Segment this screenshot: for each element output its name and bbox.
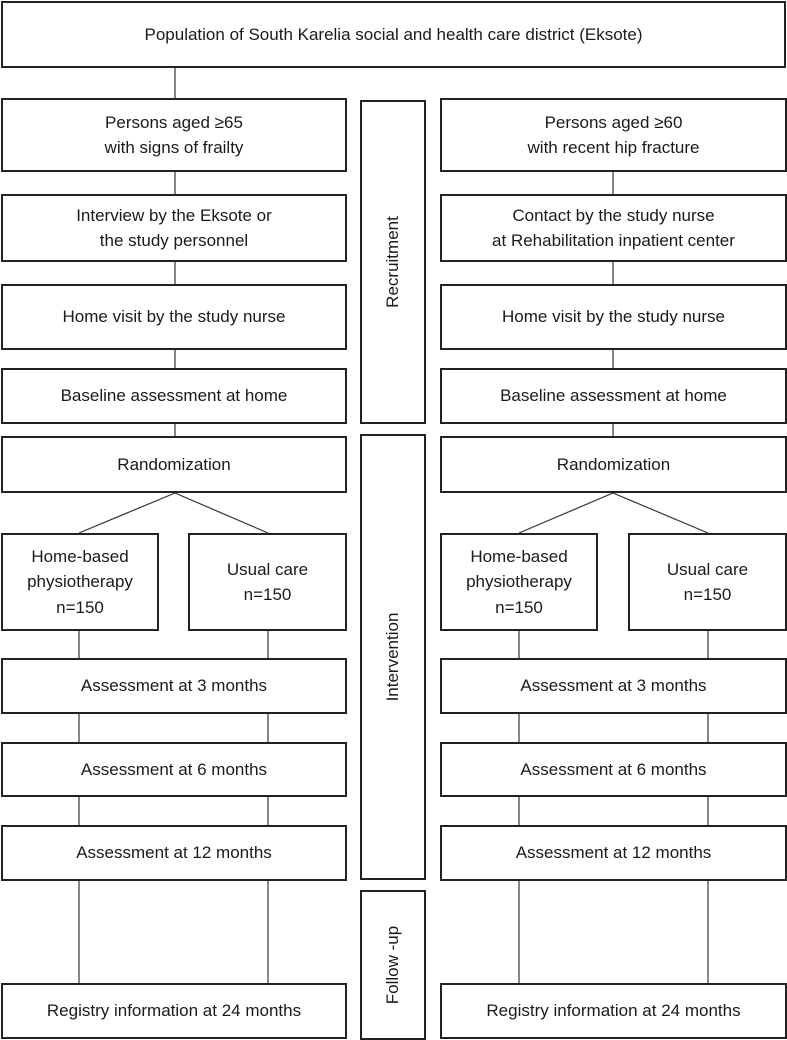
- right-contact-text: Contact by the study nurse at Rehabilita…: [492, 205, 735, 251]
- phase-followup-label: Follow -up: [383, 925, 402, 1005]
- connector-line: [518, 492, 614, 534]
- phase-recruitment-label: Recruitment: [383, 216, 402, 308]
- connector-line: [174, 492, 269, 534]
- left-home-visit-text: Home visit by the study nurse: [62, 307, 286, 327]
- right-arm-physio-text: Home-based physiotherapy n=150: [466, 546, 572, 617]
- phase-intervention-label: Intervention: [383, 612, 402, 702]
- left-home-visit-box: Home visit by the study nurse: [1, 284, 347, 350]
- left-arm-usual-text: Usual care n=150: [226, 559, 309, 605]
- population-box: Population of South Karelia social and h…: [1, 1, 786, 68]
- connector-line: [78, 492, 176, 534]
- right-randomization-box: Randomization: [440, 436, 787, 493]
- phase-recruitment: Recruitment: [360, 100, 426, 424]
- left-assess-12-text: Assessment at 12 months: [76, 843, 272, 863]
- left-arm-usual-box: Usual care n=150: [188, 533, 347, 631]
- right-randomization-text: Randomization: [556, 454, 671, 474]
- left-registry-text: Registry information at 24 months: [46, 1001, 302, 1021]
- right-assess-12-box: Assessment at 12 months: [440, 825, 787, 881]
- left-baseline-box: Baseline assessment at home: [1, 368, 347, 424]
- left-baseline-text: Baseline assessment at home: [60, 386, 288, 406]
- left-registry-box: Registry information at 24 months: [1, 983, 347, 1039]
- left-population-text: Persons aged ≥65 with signs of frailty: [104, 112, 244, 158]
- left-randomization-text: Randomization: [117, 454, 231, 474]
- right-registry-text: Registry information at 24 months: [486, 1001, 741, 1021]
- right-arm-physio-box: Home-based physiotherapy n=150: [440, 533, 598, 631]
- right-population-box: Persons aged ≥60 with recent hip fractur…: [440, 98, 787, 172]
- left-assess-12-box: Assessment at 12 months: [1, 825, 347, 881]
- right-arm-usual-box: Usual care n=150: [628, 533, 787, 631]
- phase-followup: Follow -up: [360, 890, 426, 1040]
- left-randomization-box: Randomization: [1, 436, 347, 493]
- right-baseline-text: Baseline assessment at home: [500, 386, 727, 406]
- left-assess-6-box: Assessment at 6 months: [1, 742, 347, 797]
- right-home-visit-text: Home visit by the study nurse: [502, 307, 725, 327]
- right-assess-3-box: Assessment at 3 months: [440, 658, 787, 714]
- left-assess-6-text: Assessment at 6 months: [80, 759, 268, 779]
- left-contact-text: Interview by the Eksote or the study per…: [76, 205, 272, 251]
- right-assess-3-text: Assessment at 3 months: [520, 676, 707, 696]
- right-registry-box: Registry information at 24 months: [440, 983, 787, 1039]
- left-arm-physio-box: Home-based physiotherapy n=150: [1, 533, 159, 631]
- connector-line: [612, 492, 709, 534]
- right-population-text: Persons aged ≥60 with recent hip fractur…: [527, 112, 700, 158]
- right-assess-6-text: Assessment at 6 months: [520, 759, 707, 779]
- right-baseline-box: Baseline assessment at home: [440, 368, 787, 424]
- population-title: Population of South Karelia social and h…: [144, 24, 643, 44]
- left-assess-3-text: Assessment at 3 months: [80, 676, 268, 696]
- left-contact-box: Interview by the Eksote or the study per…: [1, 194, 347, 262]
- left-arm-physio-text: Home-based physiotherapy n=150: [27, 546, 133, 617]
- right-home-visit-box: Home visit by the study nurse: [440, 284, 787, 350]
- left-assess-3-box: Assessment at 3 months: [1, 658, 347, 714]
- right-assess-12-text: Assessment at 12 months: [515, 843, 712, 863]
- phase-intervention: Intervention: [360, 434, 426, 880]
- left-population-box: Persons aged ≥65 with signs of frailty: [1, 98, 347, 172]
- right-assess-6-box: Assessment at 6 months: [440, 742, 787, 797]
- right-arm-usual-text: Usual care n=150: [666, 559, 749, 605]
- right-contact-box: Contact by the study nurse at Rehabilita…: [440, 194, 787, 262]
